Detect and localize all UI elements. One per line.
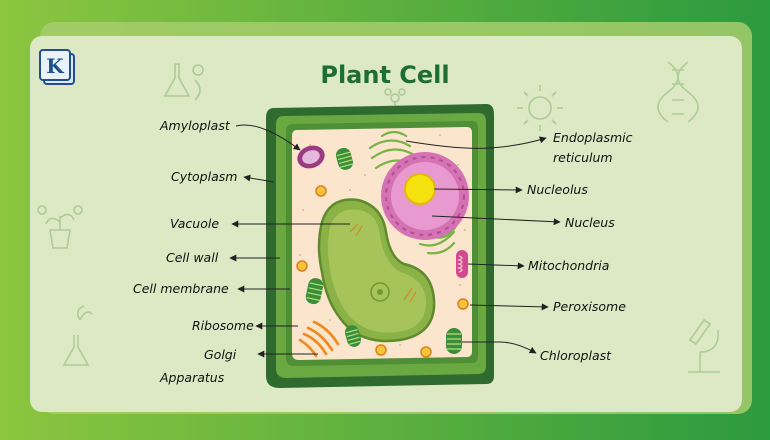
amyloplast-inner	[302, 150, 320, 164]
vacuole-crystals	[349, 223, 417, 303]
logo-text: K	[46, 54, 64, 78]
labels-left: Amyloplast Cytoplasm Vacuole Cell wall C…	[133, 118, 254, 385]
labels-right: Endoplasmic reticulum Nucleolus Nucleus …	[527, 130, 633, 363]
label-amyloplast: Amyloplast	[159, 118, 231, 133]
mitochondria	[456, 250, 468, 278]
label-cell-membrane: Cell membrane	[133, 281, 229, 296]
label-chloroplast: Chloroplast	[540, 348, 612, 363]
label-er-line1: Endoplasmic	[553, 130, 633, 145]
label-vacuole: Vacuole	[170, 216, 219, 231]
decor-icons	[37, 61, 720, 373]
label-ribosome: Ribosome	[192, 318, 254, 333]
plant-cell	[266, 104, 494, 388]
label-nucleus: Nucleus	[565, 215, 615, 230]
label-peroxisome: Peroxisome	[553, 299, 626, 314]
label-golgi-line1: Golgi	[204, 347, 237, 362]
virus-icon	[517, 85, 563, 131]
logo: K	[39, 49, 75, 85]
label-nucleolus: Nucleolus	[527, 182, 588, 197]
label-arrows	[229, 124, 561, 358]
page-title: Plant Cell	[320, 61, 449, 89]
peroxisomes	[296, 185, 469, 358]
dna-icon	[657, 61, 699, 123]
nucleolus	[404, 173, 436, 205]
label-mitochondria: Mitochondria	[528, 258, 609, 273]
plant-pot-icon	[37, 205, 83, 249]
chloroplast	[344, 325, 362, 347]
label-cell-wall: Cell wall	[166, 250, 219, 265]
chloroplasts	[305, 147, 462, 354]
vacuole-highlight	[328, 209, 426, 333]
label-golgi-line2: Apparatus	[159, 370, 225, 385]
sprout-flask-icon	[62, 305, 93, 366]
chloroplast	[305, 278, 324, 305]
vacuole-vesicle-core	[377, 289, 383, 295]
nuclear-pores	[385, 156, 465, 236]
flask-icon	[163, 63, 204, 101]
label-er-line2: reticulum	[553, 150, 613, 165]
vacuole-vesicle	[370, 282, 390, 302]
microscope-icon	[688, 318, 720, 373]
chloroplast	[446, 328, 462, 354]
label-cytoplasm: Cytoplasm	[171, 169, 237, 184]
chloroplast	[335, 147, 354, 170]
